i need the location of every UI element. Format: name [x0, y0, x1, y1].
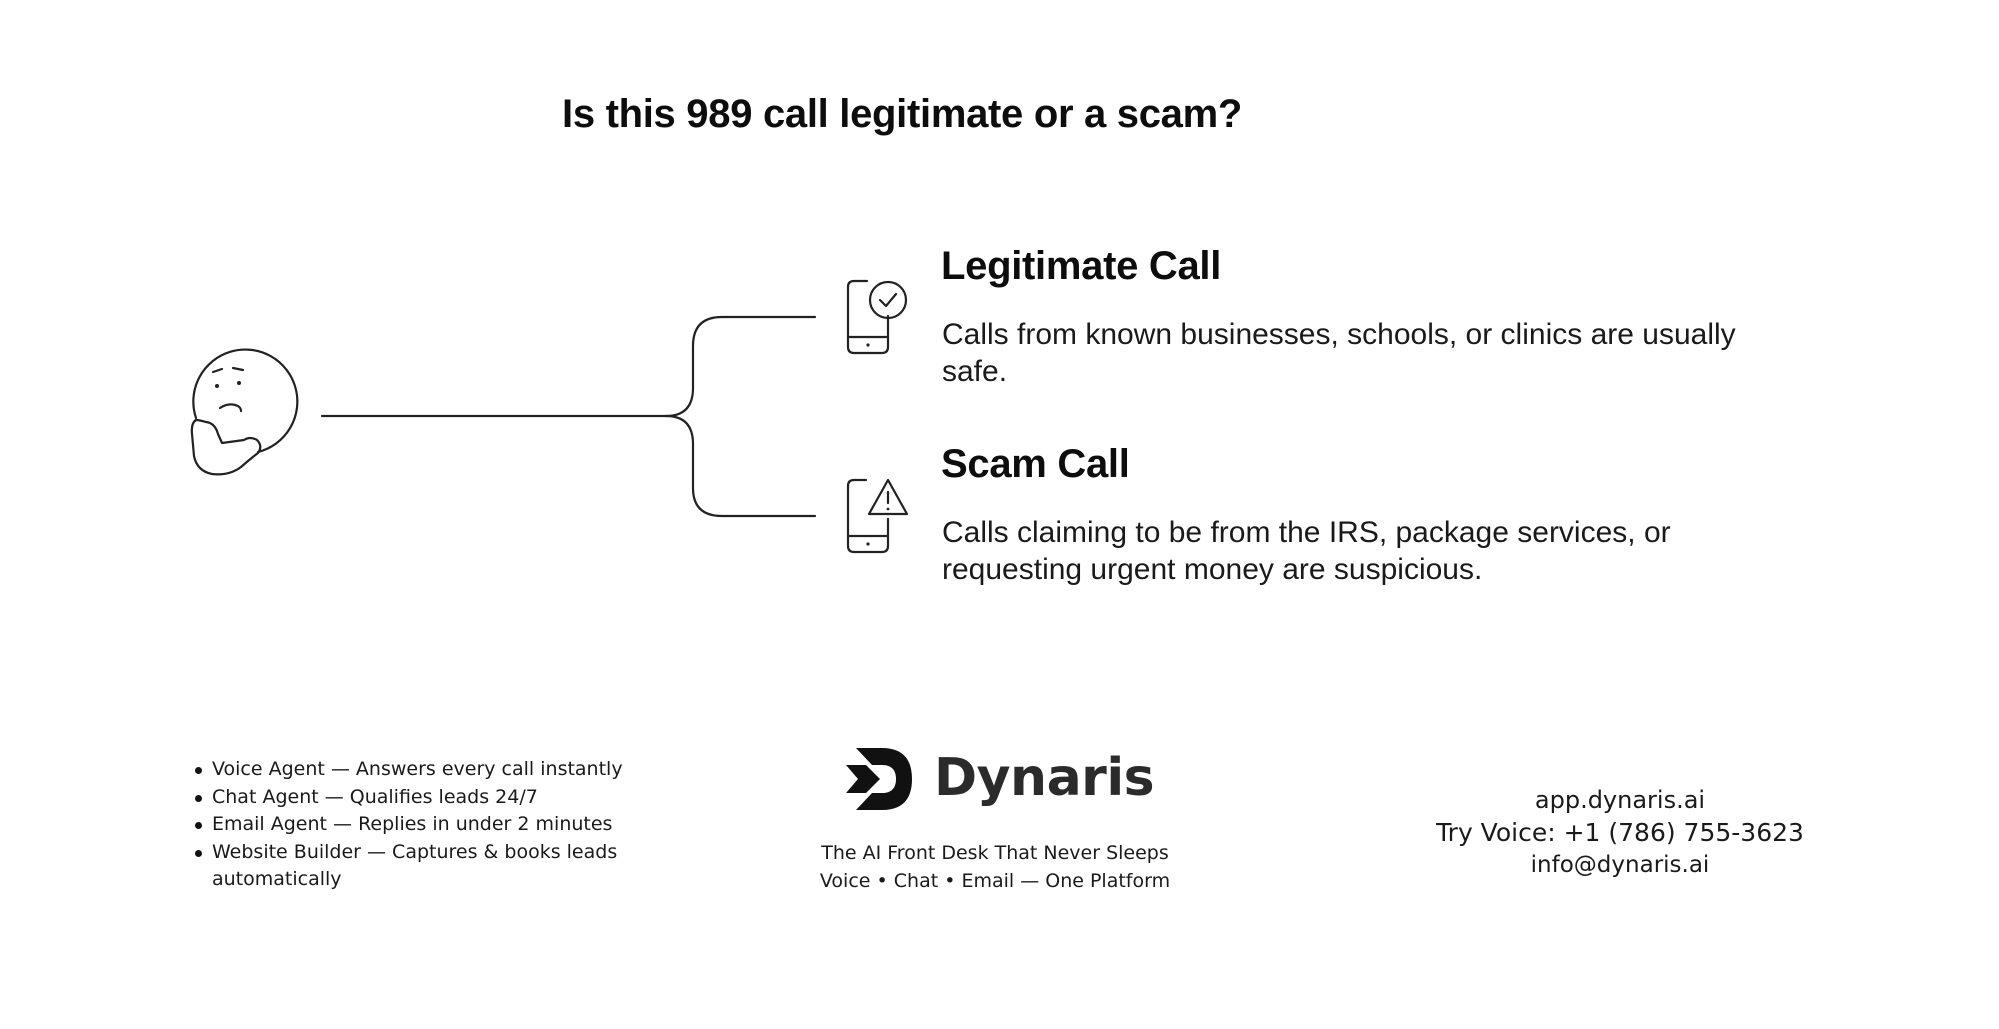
branch-legitimate-heading: Legitimate Call	[941, 244, 1222, 288]
feature-item-chat-agent: Chat Agent — Qualifies leads 24/7	[192, 784, 642, 812]
thinking-face-icon	[190, 348, 299, 476]
dynaris-logo-icon	[846, 748, 912, 810]
brand-logo: Dynaris	[846, 744, 1155, 816]
contact-website[interactable]: app.dynaris.ai	[1534, 786, 1706, 814]
branch-scam-heading: Scam Call	[941, 442, 1130, 486]
feature-item-voice-agent: Voice Agent — Answers every call instant…	[192, 756, 642, 784]
feature-item-website-builder: Website Builder — Captures & books leads…	[192, 839, 642, 894]
branch-scam-description: Calls claiming to be from the IRS, packa…	[942, 516, 1671, 586]
brand-tagline: The AI Front Desk That Never Sleeps	[821, 842, 1169, 864]
page-title: Is this 989 call legitimate or a scam?	[562, 92, 1243, 136]
feature-item-email-agent: Email Agent — Replies in under 2 minutes	[192, 811, 642, 839]
brand-name: Dynaris	[934, 748, 1155, 808]
connector-lines	[320, 315, 817, 518]
phone-check-icon	[846, 279, 908, 355]
contact-email[interactable]: info@dynaris.ai	[1530, 852, 1710, 878]
brand-subtagline: Voice • Chat • Email — One Platform	[819, 870, 1171, 892]
branch-legitimate-description: Calls from known businesses, schools, or…	[942, 318, 1736, 388]
phone-warning-icon	[846, 478, 909, 554]
contact-phone[interactable]: Try Voice: +1 (786) 755-3623	[1436, 818, 1804, 847]
feature-list: Voice Agent — Answers every call instant…	[192, 756, 642, 894]
